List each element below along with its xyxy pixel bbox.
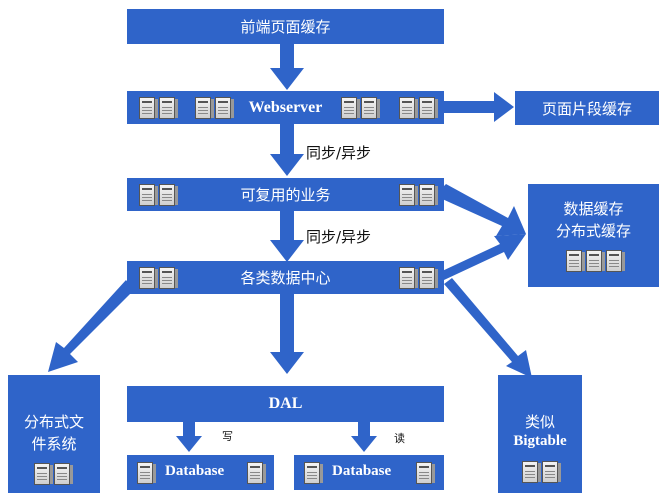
server-icon <box>139 184 158 206</box>
front-cache-box: 前端页面缓存 <box>127 9 444 44</box>
webserver-box: Webserver <box>127 91 444 124</box>
data-center-box: 各类数据中心 <box>127 261 444 294</box>
data-cache-label-line2: 分布式缓存 <box>555 222 631 240</box>
server-icon <box>419 97 438 119</box>
data-cache-label-line1: 数据缓存 <box>563 200 624 218</box>
server-icon <box>195 97 214 119</box>
database-write-label: Database <box>165 463 225 479</box>
arrow-business-to-datacenter <box>270 210 304 262</box>
database-read-box: Database <box>294 455 444 490</box>
front-cache-label: 前端页面缓存 <box>240 18 331 36</box>
server-icon <box>566 250 585 272</box>
fragment-cache-box: 页面片段缓存 <box>515 91 659 125</box>
database-write-box: Database <box>127 455 274 490</box>
edge-label-sync-async-1: 同步/异步 <box>306 144 372 162</box>
arrow-webserver-to-fragment <box>442 92 514 122</box>
fragment-cache-label: 页面片段缓存 <box>541 99 632 118</box>
bigtable-label-line2: Bigtable <box>513 433 567 449</box>
server-icon <box>159 267 178 289</box>
database-read-label: Database <box>332 463 392 479</box>
server-icon <box>399 97 418 119</box>
arrow-dal-to-db-read <box>351 422 377 452</box>
server-icon <box>247 462 266 484</box>
arrow-datacenter-to-datacache <box>440 234 526 280</box>
server-icon <box>606 250 625 272</box>
arrow-datacenter-to-bigtable <box>444 278 532 378</box>
reusable-business-box: 可复用的业务 <box>127 178 444 211</box>
dal-label: DAL <box>268 395 303 412</box>
bigtable-label-line1: 类似 <box>524 413 555 431</box>
server-icon <box>399 267 418 289</box>
server-icon <box>139 97 158 119</box>
arrow-front-to-webserver <box>270 44 304 90</box>
server-icon <box>139 267 158 289</box>
data-center-label: 各类数据中心 <box>240 269 331 287</box>
server-icon <box>419 184 438 206</box>
webserver-label: Webserver <box>248 98 323 116</box>
edge-label-write: 写 <box>222 430 233 443</box>
server-icon <box>341 97 360 119</box>
arrow-business-to-datacache <box>440 184 526 236</box>
server-icon <box>419 267 438 289</box>
dfs-label-line2: 件系统 <box>31 435 77 453</box>
server-icon <box>586 250 605 272</box>
server-icon <box>361 97 380 119</box>
server-icon <box>416 462 435 484</box>
arrow-webserver-to-business <box>270 124 304 176</box>
server-icon <box>215 97 234 119</box>
arrow-dal-to-db-write <box>176 422 202 452</box>
server-icon <box>542 461 561 483</box>
server-icon <box>159 97 178 119</box>
arrow-datacenter-to-dfs <box>48 280 134 372</box>
server-icon <box>522 461 541 483</box>
arrow-datacenter-to-dal <box>270 294 304 374</box>
edge-label-sync-async-2: 同步/异步 <box>306 228 372 246</box>
server-icon <box>304 462 323 484</box>
server-icon <box>399 184 418 206</box>
dal-box: DAL <box>127 386 444 422</box>
server-icon <box>159 184 178 206</box>
server-icon <box>54 463 73 485</box>
dfs-box: 分布式文 件系统 <box>8 375 100 493</box>
server-icon <box>137 462 156 484</box>
edge-label-read: 读 <box>394 432 405 445</box>
server-icon <box>34 463 53 485</box>
reusable-business-label: 可复用的业务 <box>240 186 331 204</box>
bigtable-box: 类似 Bigtable <box>498 375 582 493</box>
data-cache-box: 数据缓存 分布式缓存 <box>528 184 659 287</box>
dfs-label-line1: 分布式文 <box>23 413 84 431</box>
